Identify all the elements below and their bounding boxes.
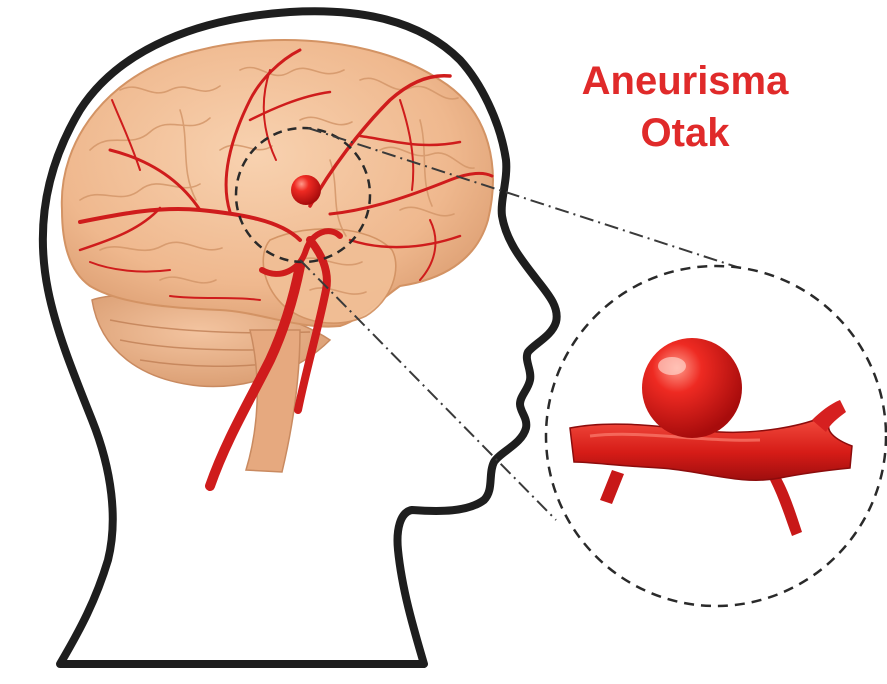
- title-line-2: Otak: [540, 110, 830, 156]
- aneurysm-highlight: [658, 357, 686, 375]
- title-line-1: Aneurisma: [540, 58, 830, 104]
- aneurysm-small: [291, 175, 321, 205]
- aneurysm-large: [642, 338, 742, 438]
